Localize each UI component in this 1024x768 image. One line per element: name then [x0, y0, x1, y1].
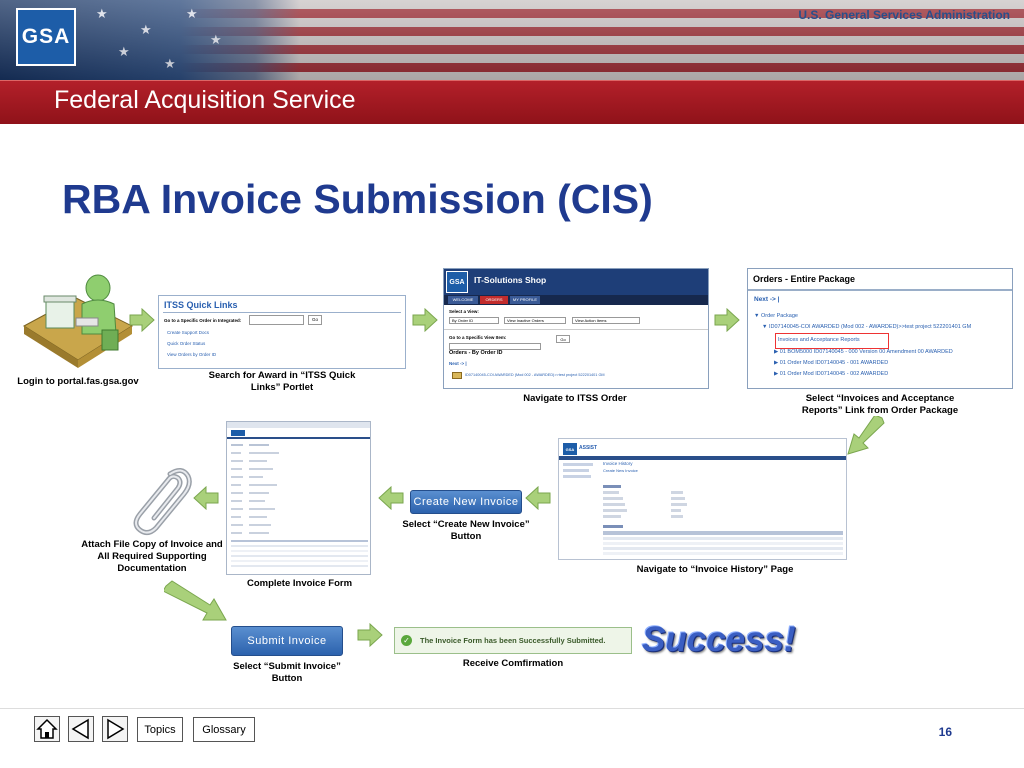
previous-button[interactable] — [68, 716, 94, 742]
paperclip-icon — [133, 468, 192, 536]
specific-view-input[interactable] — [449, 343, 541, 350]
itss-tab-welcome[interactable]: WELCOME — [448, 296, 478, 304]
step-login-caption: Login to portal.fas.gsa.gov — [17, 376, 139, 387]
success-text: Success! — [642, 620, 796, 659]
topics-button[interactable]: Topics — [137, 717, 183, 742]
check-icon: ✓ — [401, 635, 412, 646]
arrow-down-right-icon — [164, 580, 227, 621]
page-title: RBA Invoice Submission (CIS) — [62, 176, 653, 222]
go-button[interactable]: Go — [308, 315, 322, 325]
invoice-form-screenshot — [226, 421, 371, 575]
quicklink-1[interactable]: Create Support Docs — [167, 330, 210, 335]
select-view-label: Select a View: — [449, 309, 479, 314]
itss-shop-title: IT-Solutions Shop — [474, 275, 547, 285]
itss-tab-profile[interactable]: MY PROFILE — [510, 296, 540, 304]
star-icon: ★ — [96, 6, 108, 22]
step-navigate-caption: Navigate to ITSS Order — [523, 393, 627, 404]
home-button[interactable] — [34, 716, 60, 742]
arrow-right-icon — [357, 623, 383, 647]
next-button[interactable] — [102, 716, 128, 742]
quicklinks-label: Go to a Specific Order in Integrated: — [164, 318, 242, 323]
footer-divider — [0, 708, 1024, 709]
glossary-button[interactable]: Glossary — [193, 717, 255, 742]
arrow-right-icon — [412, 308, 438, 332]
package-row-2[interactable]: ▶ 01 BOM5000 ID07140045 - 000 Version 00… — [774, 349, 953, 355]
home-icon — [36, 718, 58, 739]
itss-next-link[interactable]: Next -> | — [449, 361, 467, 366]
package-title: Orders - Entire Package — [753, 274, 856, 284]
triangle-right-icon — [107, 718, 125, 740]
history-heading: Invoice History — [603, 461, 633, 466]
invoices-reports-link[interactable]: Invoices and Acceptance Reports — [778, 337, 860, 343]
package-screenshot: Orders - Entire Package Next -> | ▼ Orde… — [747, 268, 1013, 389]
quicklinks-screenshot: ITSS Quick Links Go to a Specific Order … — [158, 295, 406, 369]
arrow-right-icon — [714, 308, 740, 332]
step-history-caption: Navigate to “Invoice History” Page — [636, 564, 794, 575]
step-receive-caption: Receive Comfirmation — [462, 658, 564, 669]
submit-invoice-button[interactable]: Submit Invoice — [231, 626, 343, 656]
package-row-1[interactable]: ▼ ID07140045-COI AWARDED (Mod 002 - AWAR… — [762, 324, 972, 330]
specific-view-label: Go to a Specific View Item: — [449, 335, 507, 340]
star-icon: ★ — [186, 6, 198, 22]
order-package-node[interactable]: ▼ Order Package — [754, 313, 798, 319]
orders-by-id-heading: Orders - By Order ID — [449, 350, 503, 356]
quicklinks-title: ITSS Quick Links — [164, 300, 238, 310]
confirmation-text: The Invoice Form has been Successfully S… — [420, 636, 606, 645]
star-icon: ★ — [118, 44, 130, 60]
history-create-link[interactable]: Create New Invoice — [603, 468, 638, 473]
step-attach-caption: Attach File Copy of Invoice and All Requ… — [81, 539, 223, 574]
confirmation-banner: ✓ The Invoice Form has been Successfully… — [394, 627, 632, 654]
band-title: Federal Acquisition Service — [54, 86, 356, 114]
star-icon: ★ — [140, 22, 152, 38]
itss-go-button[interactable]: Go — [556, 335, 570, 343]
package-row-3[interactable]: ▶ 01 Order Mod ID07140045 - 001 AWARDED — [774, 360, 889, 366]
inactive-select[interactable]: View Inactive Orders — [504, 317, 566, 324]
arrow-left-icon — [525, 486, 551, 510]
login-person-icon — [23, 274, 134, 368]
create-new-invoice-button[interactable]: Create New Invoice — [410, 490, 522, 514]
itss-tab-orders[interactable]: ORDERS — [480, 296, 508, 304]
title-band — [0, 80, 1024, 124]
star-icon: ★ — [210, 32, 222, 48]
gsa-logo: GSA — [16, 8, 76, 66]
action-select[interactable]: View Action Items — [572, 317, 640, 324]
highlight-box — [775, 333, 889, 349]
star-icon: ★ — [164, 56, 176, 72]
arrow-right-icon — [129, 308, 155, 332]
flag-shade — [0, 0, 1024, 80]
step-select-reports-caption: Select “Invoices and Acceptance Reports”… — [801, 393, 959, 416]
folder-icon — [452, 372, 462, 379]
step-search-caption: Search for Award in “ITSS Quick Links” P… — [208, 370, 356, 393]
itss-order-row[interactable]: ID07140045-COI AWARDED (Mod 002 - AWARDE… — [465, 373, 605, 377]
quicklink-3[interactable]: View Orders by Order ID — [167, 352, 217, 357]
step-form-caption: Complete Invoice Form — [246, 578, 353, 589]
order-input[interactable] — [249, 315, 304, 325]
agency-name: U.S. General Services Administration — [798, 8, 1010, 22]
arrow-down-left-icon — [847, 416, 885, 455]
invoice-history-screenshot: GSA ASSIST Invoice History Create New In… — [558, 438, 847, 560]
history-gsa-logo: GSA — [563, 443, 577, 455]
page-number: 16 — [938, 725, 952, 739]
quicklink-2[interactable]: Quick Order Status — [167, 341, 206, 346]
arrow-left-icon — [193, 486, 219, 510]
step-submit-caption: Select “Submit Invoice” Button — [233, 661, 341, 684]
triangle-left-icon — [71, 718, 89, 740]
itss-logo: GSA — [446, 271, 468, 293]
package-row-4[interactable]: ▶ 01 Order Mod ID07140045 - 002 AWARDED — [774, 371, 889, 377]
by-order-select[interactable]: By Order ID — [449, 317, 499, 324]
assist-logo: ASSIST — [579, 445, 598, 451]
step-create-caption: Select “Create New Invoice” Button — [402, 519, 530, 542]
itss-screenshot: GSA IT-Solutions Shop WELCOME ORDERS MY … — [443, 268, 709, 389]
arrow-left-icon — [378, 486, 404, 510]
package-next-link[interactable]: Next -> | — [754, 296, 780, 303]
